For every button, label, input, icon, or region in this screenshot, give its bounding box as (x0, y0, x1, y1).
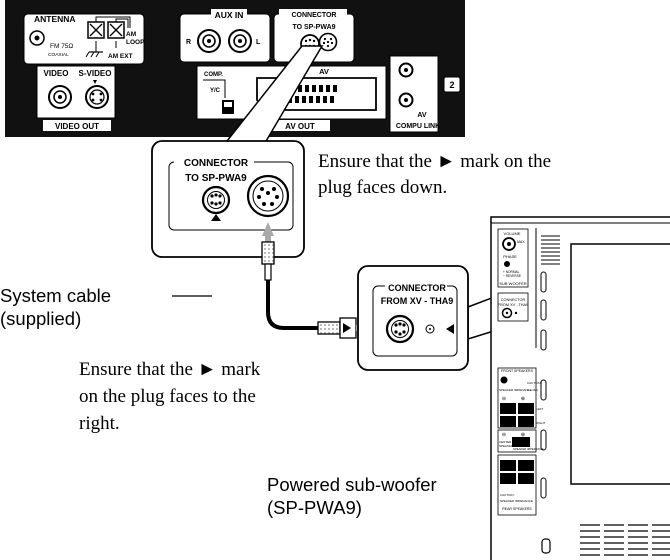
aux-l-label: L (256, 39, 261, 46)
svg-text:SPEAKER IMPEDANCE: SPEAKER IMPEDANCE (500, 499, 533, 503)
panel-connector-section: CONNECTOR TO SP-PWA9 (273, 9, 355, 63)
aux-r-label: R (186, 39, 191, 46)
cable-plug-top (261, 241, 275, 265)
panel-connector-line-2: TO SP-PWA9 (292, 24, 335, 31)
svg-text:CAUTION :: CAUTION : (527, 381, 542, 385)
sub-volume-label: VOLUME (504, 231, 521, 236)
sub-phase-label: PHASE (503, 254, 517, 259)
rear-terminals (500, 460, 516, 471)
coaxial-label: COAXIAL (48, 52, 69, 58)
front-left-terminals (500, 403, 516, 414)
am-ext-label: AM EXT (108, 53, 133, 60)
subwoofer-label-1: Powered sub-woofer (267, 474, 437, 495)
sub-handle-slot (541, 538, 551, 554)
comp-label: COMP. (204, 72, 223, 78)
note-top-line-2: plug faces down. (318, 177, 447, 198)
svg-text:REAR SPEAKERS: REAR SPEAKERS (502, 507, 532, 511)
cable-plug-side (317, 321, 341, 335)
av-out-label: AV OUT (285, 122, 315, 131)
sub-vents-left (540, 235, 560, 499)
system-cable-label-1: System cable (0, 285, 111, 306)
subwoofer-label-2: (SP-PWA9) (267, 497, 362, 518)
compu-link-badge (443, 76, 461, 93)
compu-link-label-1: AV (417, 112, 427, 119)
zoom-sub-connector-line-2: FROM XV - THA9 (381, 296, 454, 306)
svg-text:CENTER: CENTER (499, 440, 512, 444)
note-top-line-1: Ensure that the ► mark on the (318, 151, 551, 172)
receiver-rear-panel: ANTENNA FM 75Ω COAXIAL AM LOOP AM EXT (5, 0, 465, 137)
video-label: VIDEO (44, 69, 69, 78)
zoom-subwoofer-connector-box: CONNECTOR FROM XV - THA9 (357, 265, 469, 371)
cable-wire (266, 280, 318, 330)
fm-label: FM 75Ω (50, 43, 73, 50)
aux-in-title: AUX IN (215, 10, 244, 20)
yc-label: Y/C (210, 88, 221, 94)
svg-text:⊕: ⊕ (521, 396, 525, 402)
svg-text:− REVERSE: − REVERSE (503, 274, 521, 278)
svg-text:SPEAKER IMPEDANCE: SPEAKER IMPEDANCE (499, 388, 532, 392)
sub-front-speakers-label: FRONT SPEAKERS (501, 369, 533, 373)
svg-text:⊕: ⊕ (521, 432, 525, 438)
aux-in-section: AUX IN R L (179, 9, 271, 63)
panel-connector-line-1: CONNECTOR (292, 12, 337, 19)
sub-woofer-label: SUB WOOFER (499, 281, 526, 286)
system-cable (261, 241, 374, 339)
am-loop-label-1: AM (126, 31, 136, 38)
sub-vents-bottom (580, 524, 670, 556)
svg-text:SPEAKER: SPEAKER (499, 444, 514, 448)
svg-text:MAX: MAX (517, 240, 525, 244)
zoom-connector-line-2: TO SP-PWA9 (185, 173, 247, 184)
note-bottom-line-1: Ensure that the ► mark (79, 359, 261, 380)
center-terminals (512, 437, 530, 447)
svg-text:RIGHT: RIGHT (536, 421, 546, 425)
svg-text:⊖: ⊖ (502, 432, 506, 438)
antenna-section: ANTENNA FM 75Ω COAXIAL AM LOOP AM EXT (23, 13, 145, 65)
insert-arrow-up (262, 222, 274, 236)
zoom-connector-line-1: CONNECTOR (184, 158, 249, 169)
zoom-sub-connector-line-1: CONNECTOR (388, 283, 446, 293)
av-compu-link-section: AV COMPU LINK 2 (389, 55, 461, 133)
svg-text:FROM XV - THA9: FROM XV - THA9 (498, 303, 528, 307)
svg-text:SPEAKER IMPEDANCE: SPEAKER IMPEDANCE (513, 447, 544, 451)
subwoofer-rear-panel: VOLUME MAX PHASE + NORMAL − REVERSE SUB … (490, 216, 670, 560)
svg-text:CAUTION :: CAUTION : (500, 493, 515, 497)
video-out-section: VIDEO S-VIDEO VIDEO OUT (36, 65, 116, 131)
zoom-connector-box: CONNECTOR TO SP-PWA9 (151, 140, 305, 258)
svg-text:+ NORMAL: + NORMAL (503, 270, 520, 274)
sub-phase-switch (504, 261, 510, 267)
video-out-label: VIDEO OUT (55, 122, 99, 131)
system-cable-label-2: (supplied) (0, 308, 81, 329)
compu-link-label-2: COMPU LINK (396, 123, 440, 130)
svg-text:⊖: ⊖ (502, 396, 506, 402)
antenna-title: ANTENNA (34, 14, 76, 24)
note-bottom-line-3: right. (79, 413, 120, 434)
am-loop-label-2: LOOP (126, 39, 145, 46)
svg-text:CONNECTOR: CONNECTOR (501, 298, 526, 302)
svg-text:4 ~ 16Ω: 4 ~ 16Ω (527, 388, 538, 392)
note-bottom-line-2: on the plug faces to the (79, 386, 256, 407)
svg-text:LEFT: LEFT (536, 407, 544, 411)
svg-text:2: 2 (449, 80, 454, 90)
av-label: AV (319, 67, 329, 76)
s-video-label: S-VIDEO (79, 69, 112, 78)
